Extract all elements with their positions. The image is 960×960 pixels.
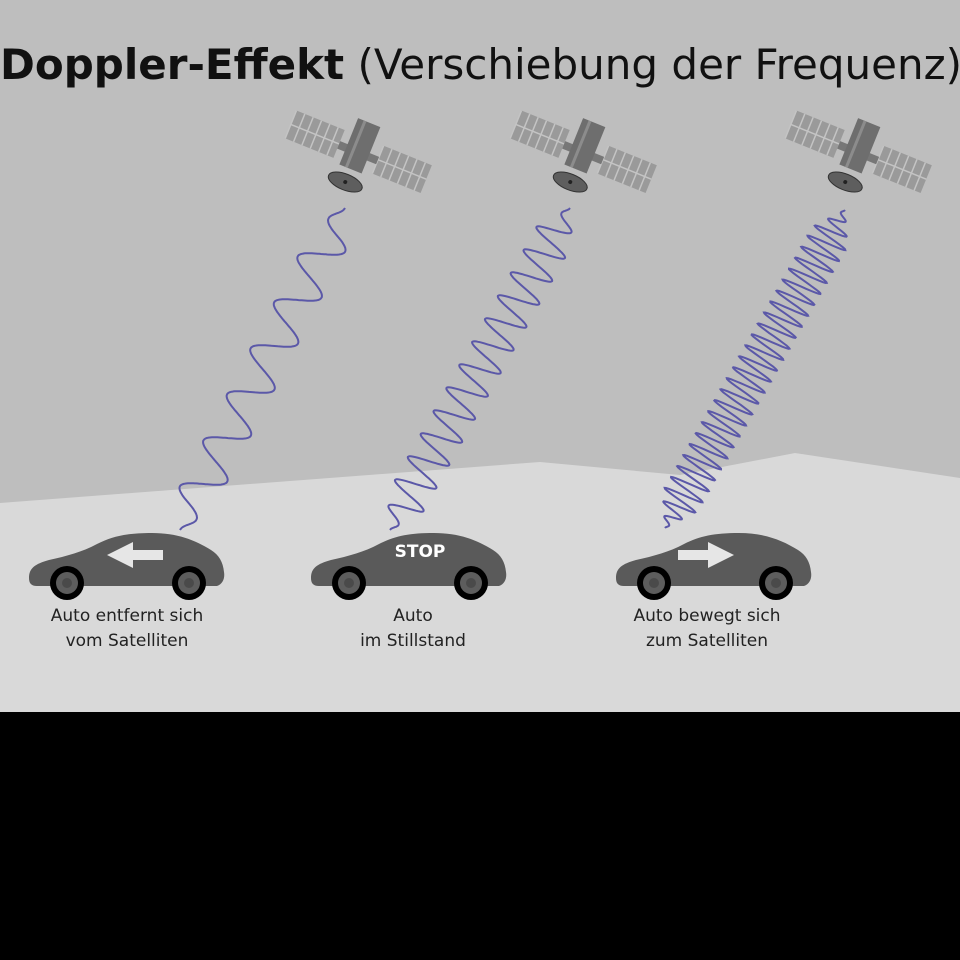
page-title: Doppler-Effekt (Verschiebung der Frequen…: [0, 40, 960, 89]
signal-wave-3: [662, 209, 848, 529]
car-2: STOP: [311, 533, 507, 600]
arrow-left-icon: [107, 542, 163, 568]
caption-car-stopped: Auto im Stillstand: [303, 604, 523, 654]
caption-line: Auto entfernt sich: [50, 606, 204, 626]
title-rest: (Verschiebung der Frequenz): [344, 40, 960, 89]
caption-line: vom Satelliten: [65, 631, 189, 651]
scene: STOP: [0, 0, 960, 712]
car-3: [616, 533, 812, 600]
signal-wave-2: [387, 207, 573, 531]
caption-line: zum Satelliten: [645, 631, 769, 651]
caption-car-approaching: Auto bewegt sich zum Satelliten: [597, 604, 817, 654]
stop-label: STOP: [395, 542, 446, 562]
title-bold: Doppler-Effekt: [0, 40, 345, 89]
arrow-right-icon: [678, 542, 734, 568]
caption-line: im Stillstand: [360, 631, 466, 651]
satellite-icon: [784, 110, 932, 194]
signal-wave-1: [178, 207, 347, 531]
caption-car-receding: Auto entfernt sich vom Satelliten: [17, 604, 237, 654]
satellite-icon: [284, 110, 432, 194]
caption-line: Auto: [393, 606, 433, 626]
caption-line: Auto bewegt sich: [633, 606, 781, 626]
car-1: [29, 533, 225, 600]
satellite-icon: [509, 110, 657, 194]
